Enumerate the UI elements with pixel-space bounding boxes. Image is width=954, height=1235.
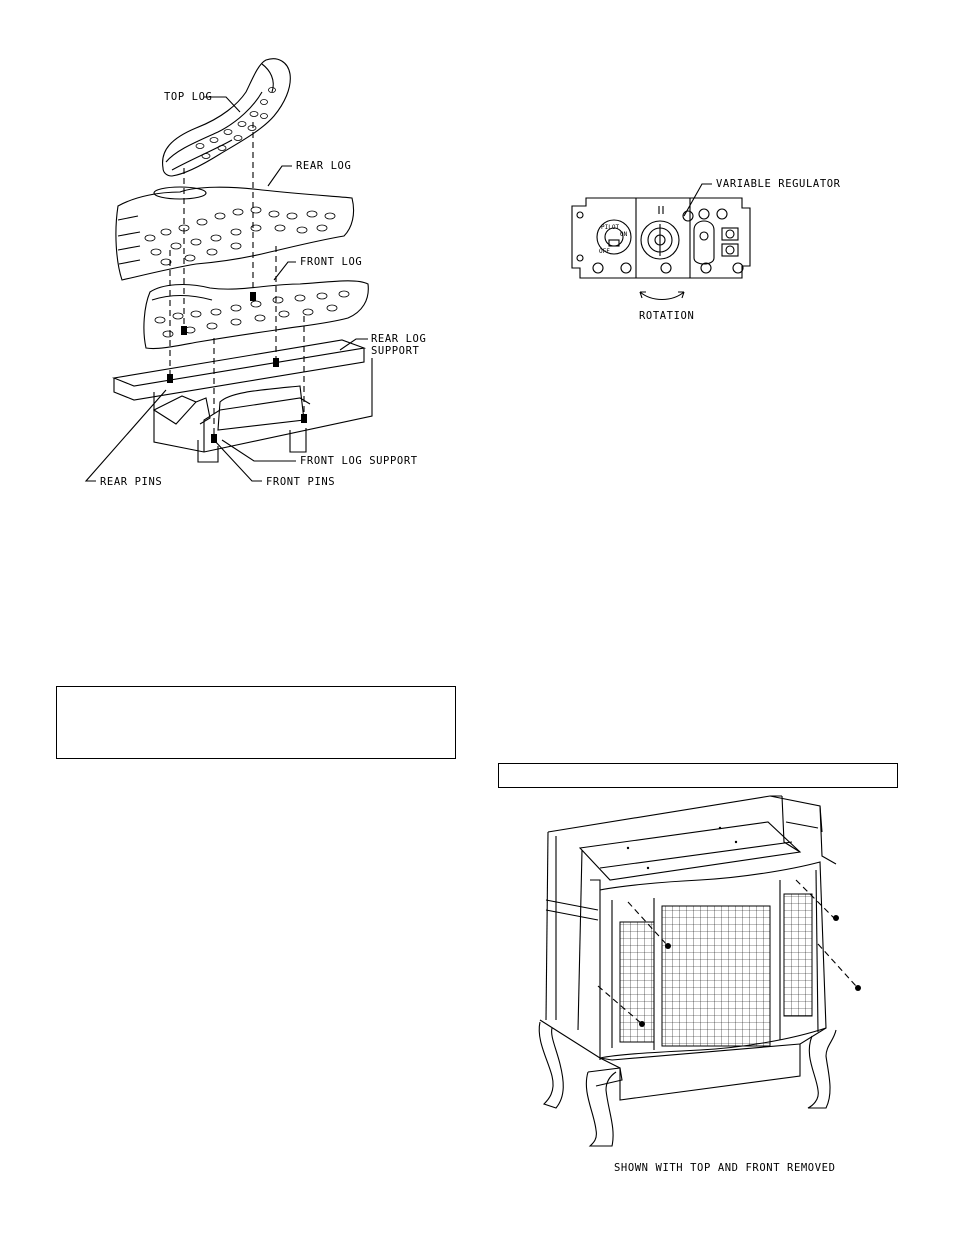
variable-regulator-label: VARIABLE REGULATOR xyxy=(716,178,841,190)
stove-caption: SHOWN WITH TOP AND FRONT REMOVED xyxy=(614,1162,836,1174)
rotation-label: ROTATION xyxy=(639,310,695,322)
center-mesh-panel xyxy=(661,905,771,1047)
top-log-shape xyxy=(162,58,291,177)
front-log-shape xyxy=(143,280,369,350)
top-log-label: TOP LOG xyxy=(164,91,213,103)
rear-pins-label: REAR PINS xyxy=(100,476,163,488)
notice-box xyxy=(56,686,456,759)
valve-off-mark: OFF xyxy=(599,248,610,255)
right-mesh-panel xyxy=(783,893,813,1017)
front-pins-label: FRONT PINS xyxy=(266,476,336,488)
left-mesh-panel xyxy=(619,921,655,1043)
rear-log-support-label: REAR LOG SUPPORT xyxy=(371,333,427,357)
front-log-label: FRONT LOG xyxy=(300,256,363,268)
valve-on-mark: ON xyxy=(620,231,628,238)
section-header-bar xyxy=(498,763,898,788)
front-log-support-label: FRONT LOG SUPPORT xyxy=(300,455,418,467)
rear-log-label: REAR LOG xyxy=(296,160,352,172)
valve-pilot-mark: PILOT xyxy=(601,224,620,231)
